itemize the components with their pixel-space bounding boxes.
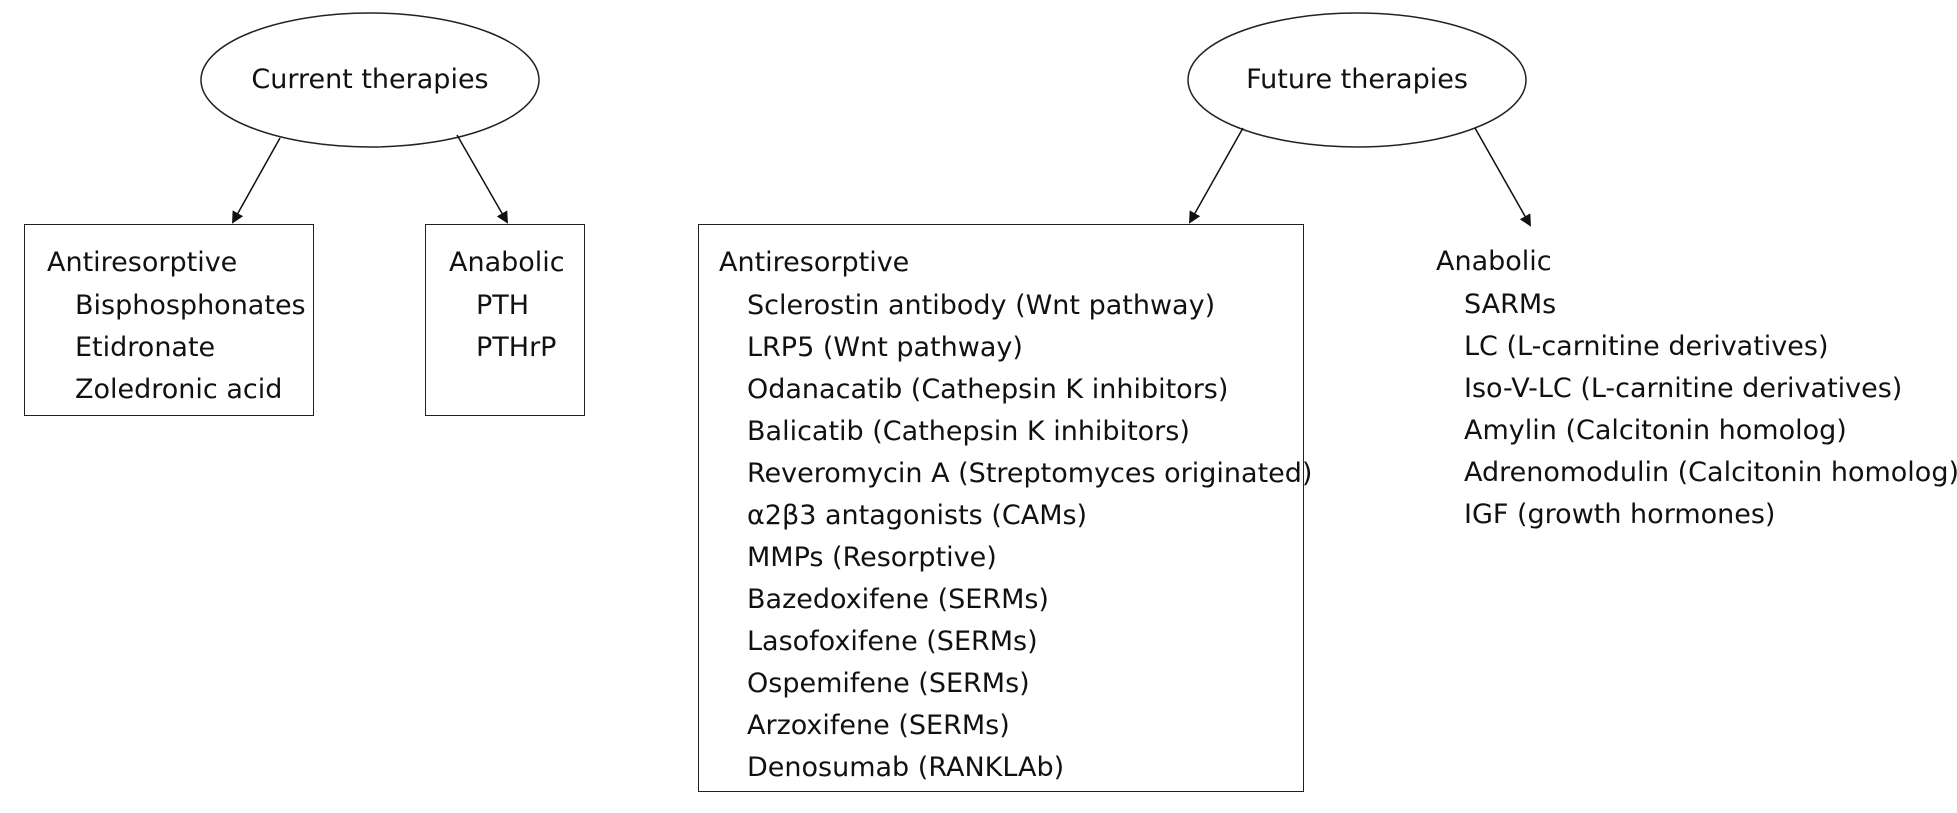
list-item: PTH: [476, 290, 530, 321]
list-item: Adrenomodulin (Calcitonin homolog): [1464, 457, 1957, 488]
list-item: Amylin (Calcitonin homolog): [1464, 415, 1847, 446]
list-item: Odanacatib (Cathepsin K inhibitors): [747, 374, 1229, 405]
list-item: IGF (growth hormones): [1464, 499, 1776, 530]
list-item: LRP5 (Wnt pathway): [747, 332, 1023, 363]
list-item: MMPs (Resorptive): [747, 542, 997, 573]
list-item: Bazedoxifene (SERMs): [747, 584, 1049, 615]
future-anabolic-heading: Anabolic: [1436, 246, 1552, 277]
list-item: Denosumab (RANKLAb): [747, 752, 1065, 783]
current-therapies-title: Current therapies: [251, 64, 489, 95]
future-antiresorptive-heading: Antiresorptive: [719, 247, 910, 278]
list-item: Etidronate: [75, 332, 216, 363]
arrow-current-to-antiresorptive: [232, 137, 281, 224]
current-antiresorptive-heading: Antiresorptive: [47, 247, 238, 278]
current-antiresorptive-list: Bisphosphonates Etidronate Zoledronic ac…: [75, 285, 306, 411]
current-anabolic-list: PTH PTHrP: [476, 285, 556, 369]
future-antiresorptive-box: Antiresorptive Sclerostin antibody (Wnt …: [698, 224, 1312, 792]
arrow-future-to-antiresorptive: [1189, 127, 1244, 224]
future-anabolic-list: SARMs LC (L-carnitine derivatives) Iso-V…: [1464, 284, 1957, 536]
list-item: Bisphosphonates: [75, 290, 306, 321]
current-anabolic-box: Anabolic PTH PTHrP: [425, 224, 585, 416]
current-antiresorptive-box: Antiresorptive Bisphosphonates Etidronat…: [24, 224, 314, 416]
list-item: Sclerostin antibody (Wnt pathway): [747, 290, 1216, 321]
list-item: Balicatib (Cathepsin K inhibitors): [747, 416, 1190, 447]
list-item: Zoledronic acid: [75, 374, 283, 405]
current-therapies-node: [200, 12, 540, 148]
current-anabolic-heading: Anabolic: [449, 247, 565, 278]
list-item: LC (L-carnitine derivatives): [1464, 331, 1829, 362]
list-item: Ospemifene (SERMs): [747, 668, 1030, 699]
list-item: Arzoxifene (SERMs): [747, 710, 1010, 741]
list-item: Iso-V-LC (L-carnitine derivatives): [1464, 373, 1903, 404]
future-anabolic-group: Anabolic SARMs LC (L-carnitine derivativ…: [1436, 224, 1957, 554]
list-item: α2β3 antagonists (CAMs): [747, 500, 1088, 531]
future-therapies-title: Future therapies: [1246, 64, 1468, 95]
arrow-current-to-anabolic: [456, 134, 508, 224]
future-therapies-node: [1187, 12, 1527, 148]
list-item: SARMs: [1464, 289, 1557, 320]
list-item: PTHrP: [476, 332, 557, 363]
future-antiresorptive-list: Sclerostin antibody (Wnt pathway) LRP5 (…: [747, 285, 1312, 789]
arrow-future-to-anabolic: [1474, 127, 1531, 227]
list-item: Lasofoxifene (SERMs): [747, 626, 1038, 657]
list-item: Reveromycin A (Streptomyces originated): [747, 458, 1313, 489]
